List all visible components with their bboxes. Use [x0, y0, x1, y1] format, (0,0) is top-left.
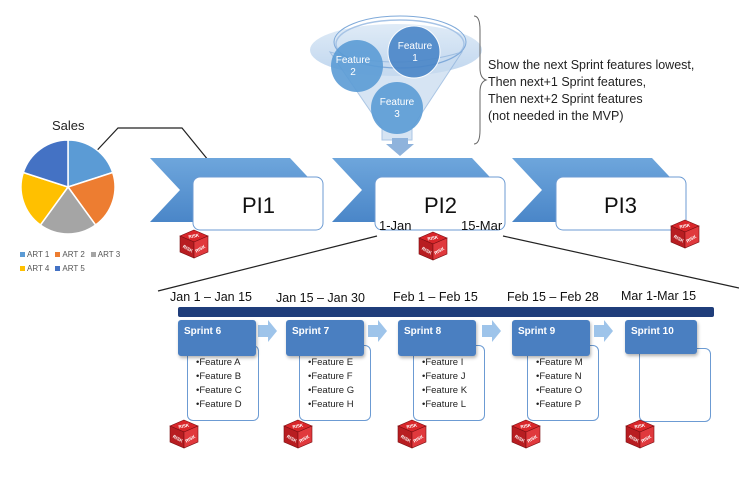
feature-circle-2	[331, 40, 383, 92]
risk-dice-icon: RISK RISK RISK	[168, 418, 200, 450]
svg-text:RISK: RISK	[194, 243, 206, 253]
svg-text:RISK: RISK	[628, 434, 640, 444]
svg-text:RISK: RISK	[634, 422, 646, 429]
pie-callout-line	[87, 127, 214, 167]
svg-text:RISK: RISK	[286, 434, 298, 444]
svg-text:RISK: RISK	[514, 434, 526, 444]
svg-text:RISK: RISK	[188, 232, 200, 239]
pie-slice-1	[67, 139, 114, 189]
pi1-label: PI1	[242, 193, 276, 218]
sprint-8-features: Feature IFeature JFeature KFeature L	[413, 345, 485, 421]
funnel-down-arrow	[386, 138, 414, 156]
sprint-7-features: Feature EFeature FFeature GFeature H	[299, 345, 371, 421]
zoom-line-right	[502, 235, 739, 289]
svg-text:RISK: RISK	[292, 422, 304, 429]
pi2-box	[374, 176, 506, 231]
period-label-5: Mar 1-Mar 15	[621, 289, 697, 303]
legend-label-1: ART 1	[27, 250, 50, 259]
svg-text:RISK: RISK	[673, 234, 685, 244]
note-text: Show the next Sprint features lowest, Th…	[488, 58, 695, 123]
sprint-9-features: Feature MFeature NFeature OFeature P	[527, 345, 599, 421]
sprint-arrow-4	[594, 320, 613, 342]
legend-swatch-3	[90, 252, 96, 258]
svg-text:RISK: RISK	[406, 422, 418, 429]
svg-text:RISK: RISK	[685, 233, 697, 243]
feature-circle-1	[387, 25, 441, 79]
risk-dice-icon: RISK RISK RISK	[282, 418, 314, 450]
risk-dice-icon: RISK RISK RISK	[396, 418, 428, 450]
period-label-1: Jan 1 – Jan 15	[170, 290, 253, 304]
timeline-bar	[178, 307, 714, 317]
risk-dice-icon: RISK RISK RISK	[417, 230, 449, 262]
sprint-10-tab[interactable]: Sprint 10	[625, 320, 697, 354]
sprint-arrow-3	[482, 320, 501, 342]
svg-text:RISK: RISK	[421, 246, 433, 256]
pi1-box	[192, 176, 324, 231]
risk-dice-icon: RISK RISK RISK	[669, 218, 701, 250]
sprint-7-tab[interactable]: Sprint 7	[286, 320, 364, 356]
svg-text:RISK: RISK	[526, 433, 538, 443]
svg-text:RISK: RISK	[412, 433, 424, 443]
legend-swatch-2	[55, 252, 61, 258]
sprint-arrow-1	[258, 320, 277, 342]
period-label-2: Jan 15 – Jan 30	[276, 291, 365, 305]
pie-slice-2	[66, 171, 116, 227]
legend-label-2: ART 2	[62, 250, 85, 259]
pie-slice-3	[39, 185, 97, 235]
svg-text:RISK: RISK	[640, 433, 652, 443]
pie-slice-4	[20, 171, 70, 227]
legend-item-4: ART 4	[20, 264, 49, 273]
sprint-10-features	[639, 348, 711, 422]
pi3-box	[555, 176, 687, 231]
sprint-6-features: Feature AFeature BFeature CFeature D	[187, 345, 259, 421]
risk-dice-icon: RISK RISK RISK	[624, 418, 656, 450]
legend-item-5: ART 5	[55, 264, 85, 273]
pi2-end-date: 15-Mar	[461, 218, 503, 233]
note-brace	[473, 15, 488, 145]
svg-text:RISK: RISK	[172, 434, 184, 444]
risk-dice-icon: RISK RISK RISK	[178, 228, 210, 260]
sprint-6-tab[interactable]: Sprint 6	[178, 320, 256, 356]
pi2-start-date: 1-Jan	[379, 218, 412, 233]
period-label-3: Feb 1 – Feb 15	[393, 290, 478, 304]
svg-text:RISK: RISK	[427, 234, 439, 241]
svg-text:RISK: RISK	[178, 422, 190, 429]
svg-text:RISK: RISK	[520, 422, 532, 429]
svg-text:RISK: RISK	[679, 222, 691, 229]
svg-text:RISK: RISK	[433, 245, 445, 255]
risk-dice-icon: RISK RISK RISK	[510, 418, 542, 450]
sales-pie-chart	[20, 139, 116, 235]
feature-circle-3	[371, 82, 423, 134]
legend-label-4: ART 4	[27, 264, 50, 273]
pie-legend: ART 1 ART 2 ART 3 ART 4 ART 5	[20, 250, 140, 278]
pie-slice-5	[22, 139, 69, 189]
legend-item-3: ART 3	[90, 250, 121, 259]
legend-label-3: ART 3	[97, 250, 121, 259]
sprint-8-tab[interactable]: Sprint 8	[398, 320, 476, 356]
legend-swatch-5	[55, 266, 61, 272]
legend-item-1: ART 1	[20, 250, 49, 259]
legend-item-2: ART 2	[55, 250, 85, 259]
legend-swatch-4	[20, 266, 25, 272]
legend-swatch-1	[20, 252, 25, 258]
svg-text:RISK: RISK	[298, 433, 310, 443]
sprint-9-tab[interactable]: Sprint 9	[512, 320, 590, 356]
sprint-arrow-2	[368, 320, 387, 342]
svg-text:RISK: RISK	[184, 433, 196, 443]
legend-label-5: ART 5	[62, 264, 85, 273]
zoom-line-left	[157, 235, 378, 292]
svg-text:RISK: RISK	[400, 434, 412, 444]
pi3-label: PI3	[604, 193, 638, 218]
svg-text:RISK: RISK	[182, 244, 194, 254]
period-label-4: Feb 15 – Feb 28	[507, 290, 599, 304]
pie-title: Sales	[52, 118, 85, 133]
pi2-label: PI2	[424, 193, 458, 218]
